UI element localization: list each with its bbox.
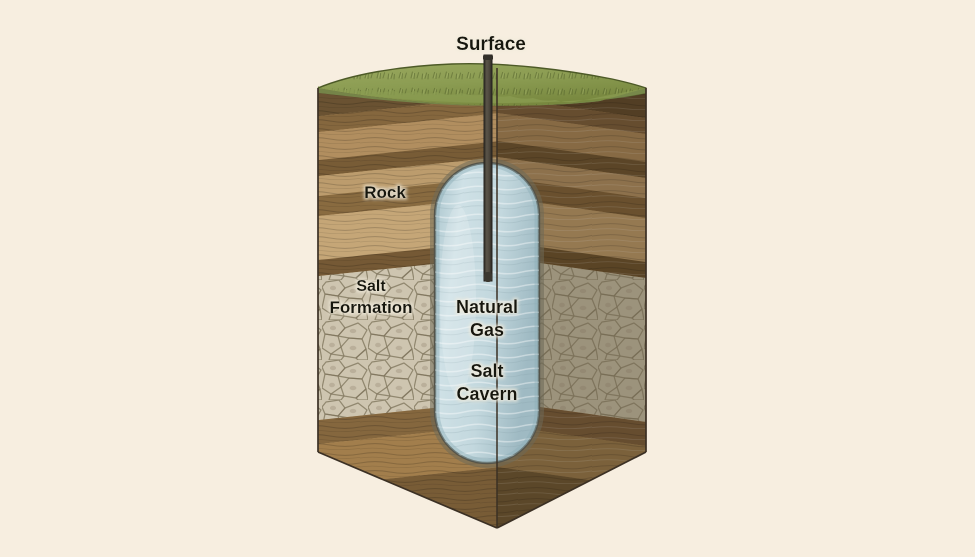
salt-cavern <box>430 158 544 468</box>
label-surface: Surface <box>456 34 526 55</box>
label-salt-cavern-line1: Salt <box>470 361 503 381</box>
label-rock: Rock <box>364 183 406 202</box>
diagram-labels: Surface Rock Salt Formation Natural Gas … <box>329 34 525 404</box>
grass-surface <box>317 63 647 106</box>
wellbore <box>483 54 493 282</box>
block-outline <box>317 68 647 529</box>
label-salt-formation-line1: Salt <box>356 278 386 295</box>
grass-edge-skirt <box>318 88 646 106</box>
label-natural-gas-line2: Gas <box>470 320 504 340</box>
label-salt-formation-line2: Formation <box>329 298 412 317</box>
label-natural-gas-line1: Natural <box>456 297 518 317</box>
label-salt-cavern-line2: Cavern <box>456 384 517 404</box>
